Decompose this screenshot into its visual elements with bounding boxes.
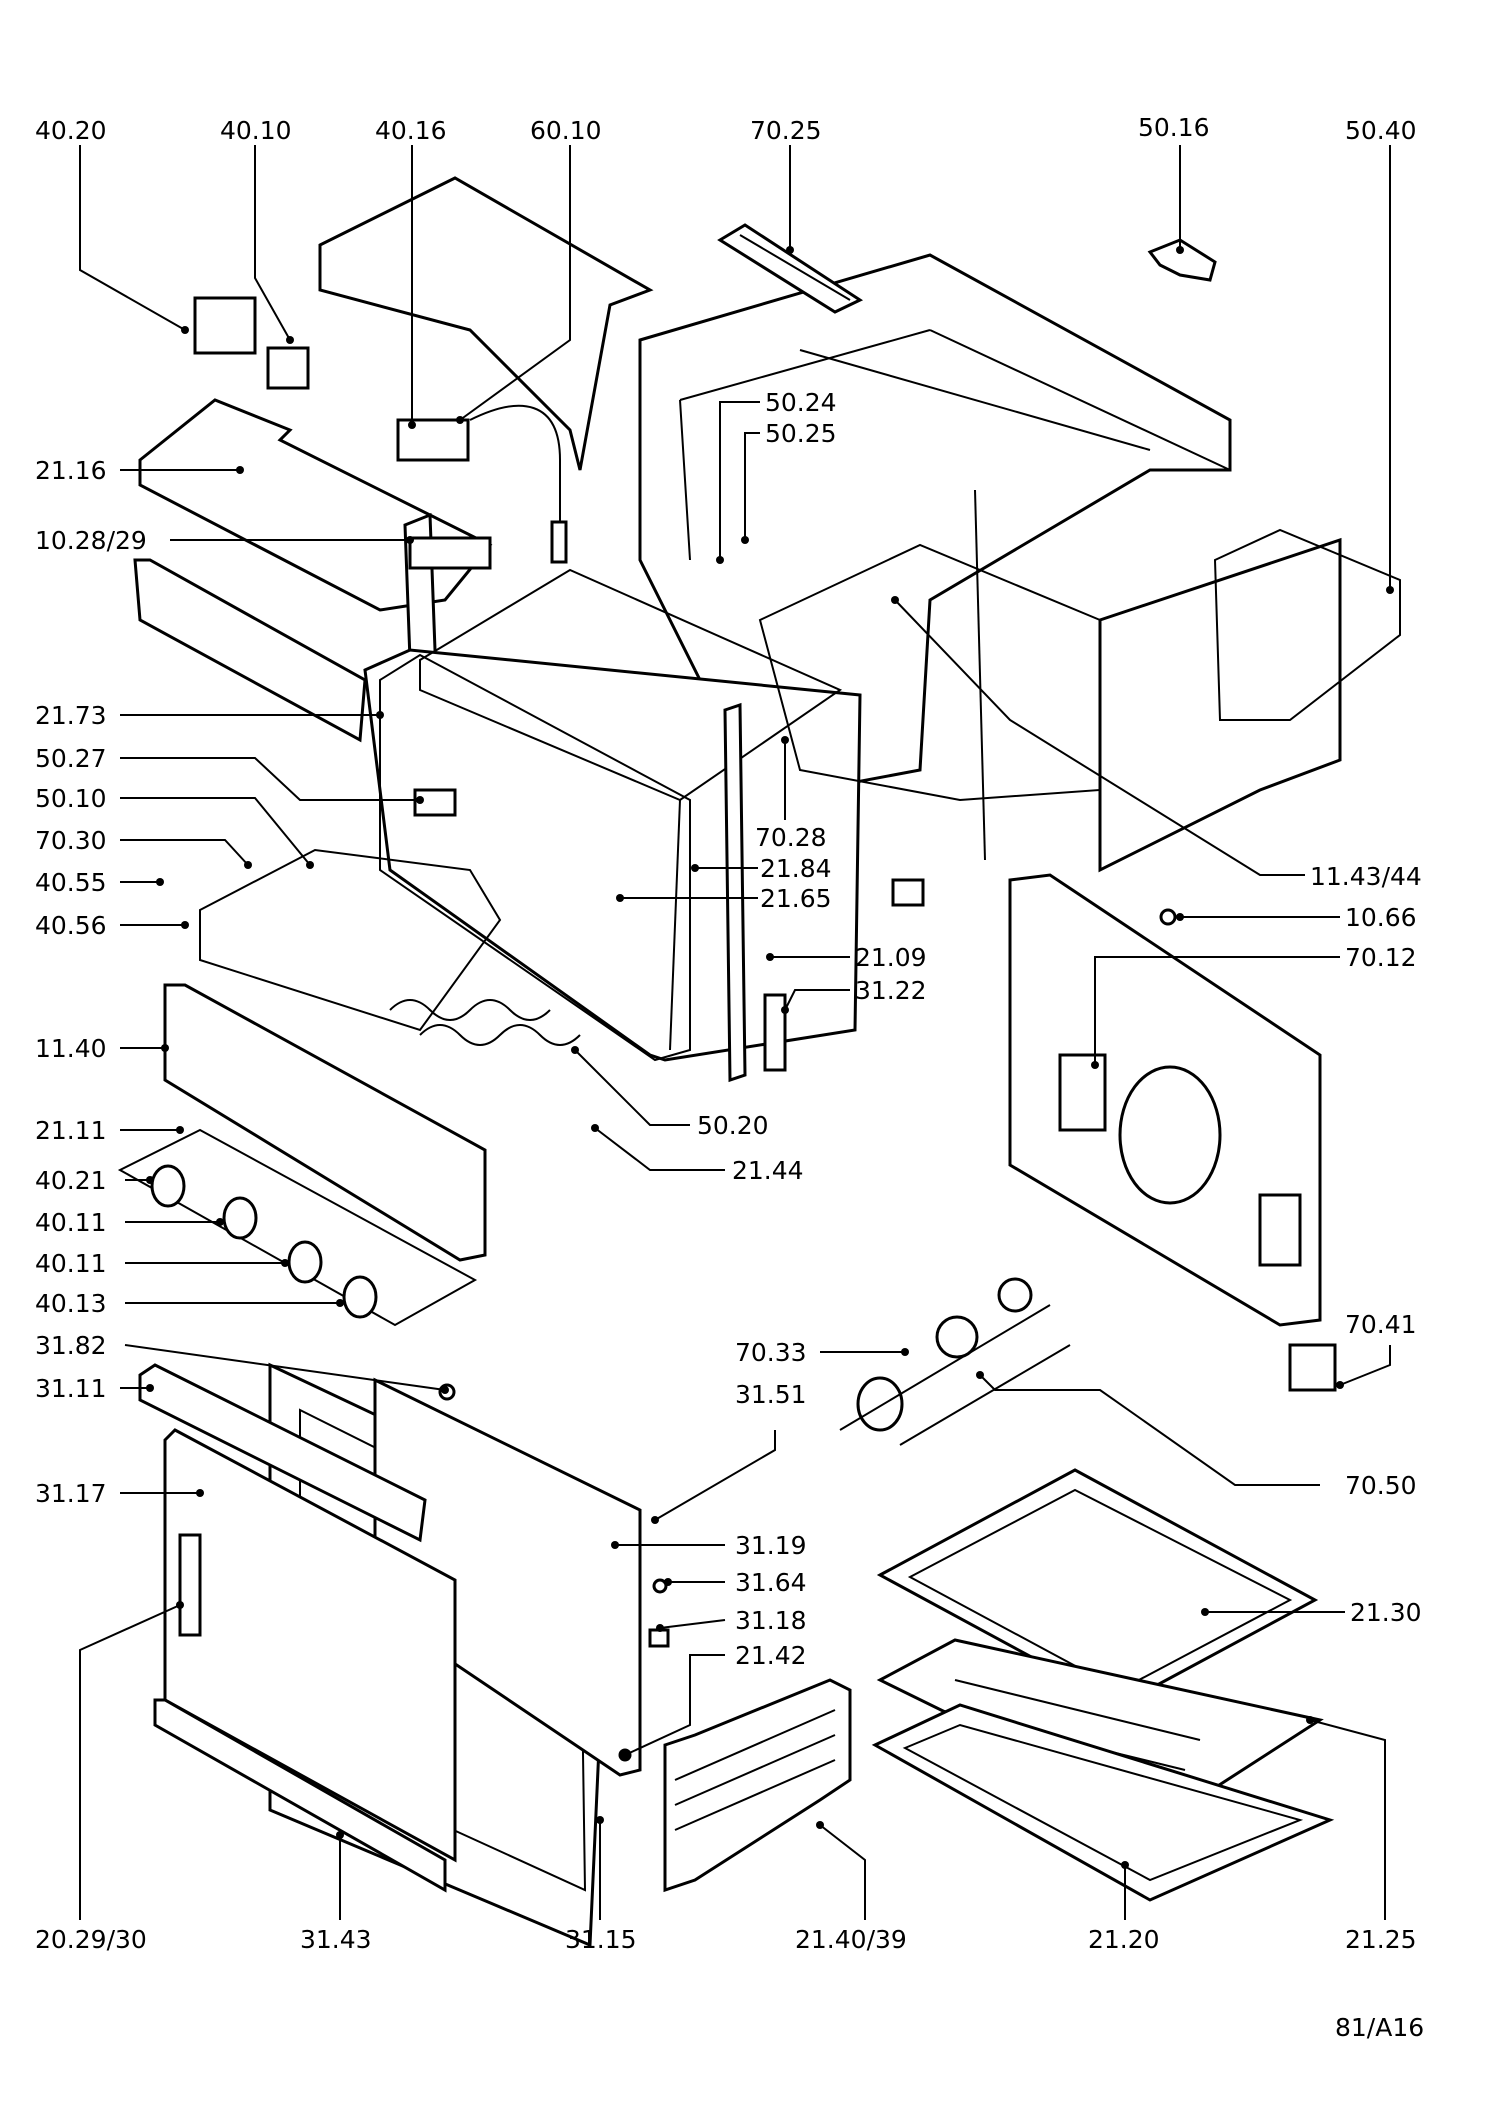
callout-label: 70.12 bbox=[1345, 943, 1417, 972]
callout-label: 40.13 bbox=[35, 1289, 107, 1318]
knob-part bbox=[222, 1196, 258, 1240]
callout-label: 31.17 bbox=[35, 1479, 107, 1508]
hinge-part bbox=[763, 993, 787, 1072]
callout-label: 50.40 bbox=[1345, 116, 1417, 145]
callout-label: 70.28 bbox=[755, 823, 827, 852]
screw-part bbox=[652, 1578, 668, 1594]
callout-label: 70.25 bbox=[750, 116, 822, 145]
callout-layer: 40.20 40.10 40.16 60.10 70.25 50.16 50.4… bbox=[35, 113, 1424, 2042]
terminal-strip bbox=[717, 223, 864, 314]
callout-label: 10.28/29 bbox=[35, 526, 147, 555]
callout-label: 50.24 bbox=[765, 388, 837, 417]
callout-label: 21.42 bbox=[735, 1641, 807, 1670]
callout-label: 21.11 bbox=[35, 1116, 107, 1145]
control-panel bbox=[163, 983, 487, 1262]
cable-end bbox=[550, 520, 568, 564]
upper-rail bbox=[133, 558, 367, 743]
drip-pan bbox=[871, 1703, 1335, 1902]
callout-label: 70.33 bbox=[735, 1338, 807, 1367]
lamp-socket bbox=[413, 788, 457, 817]
door-handle bbox=[178, 1533, 202, 1637]
thermostat-switch bbox=[266, 346, 310, 390]
callout-label: 40.11 bbox=[35, 1249, 107, 1278]
callout-label: 21.30 bbox=[1350, 1598, 1422, 1627]
callout-label: 40.55 bbox=[35, 868, 107, 897]
knob-part bbox=[287, 1240, 323, 1284]
clip-part bbox=[891, 878, 925, 907]
callout-label: 11.43/44 bbox=[1310, 862, 1422, 891]
clip-part bbox=[648, 1628, 670, 1648]
callout-label: 50.25 bbox=[765, 419, 837, 448]
callout-label: 11.40 bbox=[35, 1034, 107, 1063]
callout-label: 31.19 bbox=[735, 1531, 807, 1560]
callout-label: 21.44 bbox=[732, 1156, 804, 1185]
callout-label: 40.10 bbox=[220, 116, 292, 145]
callout-label: 40.11 bbox=[35, 1208, 107, 1237]
mount-block bbox=[408, 536, 492, 570]
callout-label: 31.51 bbox=[735, 1380, 807, 1409]
callout-label: 40.20 bbox=[35, 116, 107, 145]
callout-label: 31.64 bbox=[735, 1568, 807, 1597]
callout-label: 31.43 bbox=[300, 1925, 372, 1954]
cavity-front-frame bbox=[379, 653, 691, 1062]
hinge-bracket bbox=[1288, 1343, 1337, 1392]
callout-label: 21.40/39 bbox=[795, 1925, 907, 1954]
outer-door bbox=[163, 1428, 457, 1863]
fan-ring bbox=[1213, 528, 1401, 721]
door-bottom-strip bbox=[153, 1698, 447, 1893]
lamp-seal bbox=[997, 1277, 1033, 1313]
part-shapes bbox=[117, 176, 1401, 1948]
lamp-axis bbox=[839, 1304, 1051, 1431]
rear-top-panel bbox=[318, 176, 654, 471]
lamp-cover bbox=[856, 1376, 904, 1432]
cavity-top bbox=[419, 568, 843, 802]
callout-label: 21.84 bbox=[760, 854, 832, 883]
callout-label: 31.22 bbox=[855, 976, 927, 1005]
door-top-trim bbox=[138, 1363, 427, 1543]
vent-cutout bbox=[1258, 1193, 1302, 1267]
side-rail bbox=[723, 702, 747, 1083]
callout-label: 31.15 bbox=[565, 1925, 637, 1954]
callout-label: 70.30 bbox=[35, 826, 107, 855]
diagram-code: 81/A16 bbox=[1335, 2013, 1424, 2042]
callout-label: 21.65 bbox=[760, 884, 832, 913]
callout-label: 70.50 bbox=[1345, 1471, 1417, 1500]
callout-label: 40.21 bbox=[35, 1166, 107, 1195]
callout-label: 31.82 bbox=[35, 1331, 107, 1360]
callout-label: 21.25 bbox=[1345, 1925, 1417, 1954]
callout-label: 10.66 bbox=[1345, 903, 1417, 932]
callout-label: 21.09 bbox=[855, 943, 927, 972]
callout-label: 40.16 bbox=[375, 116, 447, 145]
side-rack bbox=[663, 1678, 852, 1893]
cable bbox=[469, 404, 561, 530]
callout-label: 50.16 bbox=[1138, 113, 1210, 142]
callout-label: 31.18 bbox=[735, 1606, 807, 1635]
callout-label: 21.16 bbox=[35, 456, 107, 485]
callout-label: 50.10 bbox=[35, 784, 107, 813]
callout-label: 21.20 bbox=[1088, 1925, 1160, 1954]
callout-label: 40.56 bbox=[35, 911, 107, 940]
lamp-holder bbox=[935, 1315, 979, 1359]
knob-part bbox=[342, 1275, 378, 1319]
callout-label: 70.41 bbox=[1345, 1310, 1417, 1339]
heating-element bbox=[199, 848, 502, 1032]
bracket-part bbox=[1147, 238, 1217, 282]
selector-switch bbox=[193, 296, 257, 355]
callout-label: 50.20 bbox=[697, 1111, 769, 1140]
screw-part bbox=[1159, 908, 1177, 926]
callout-label: 60.10 bbox=[530, 116, 602, 145]
callout-label: 50.27 bbox=[35, 744, 107, 773]
callout-label: 21.73 bbox=[35, 701, 107, 730]
fan-disc bbox=[1118, 1065, 1222, 1205]
callout-label: 20.29/30 bbox=[35, 1925, 147, 1954]
knob-part bbox=[150, 1164, 186, 1208]
callout-label: 31.11 bbox=[35, 1374, 107, 1403]
